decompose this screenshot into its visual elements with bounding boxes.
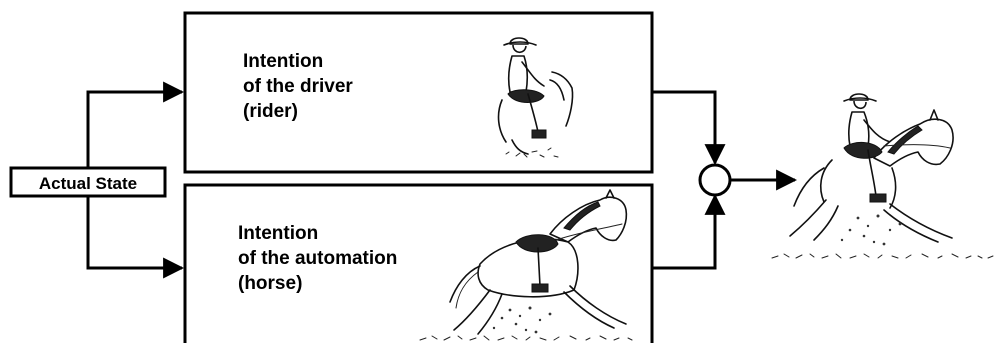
actual-state-label: Actual State bbox=[39, 174, 137, 193]
driver-line-1: Intention bbox=[243, 51, 323, 72]
actual-state-box: Actual State bbox=[9, 166, 167, 198]
driver-line-2: of the driver bbox=[243, 76, 353, 97]
summing-junction-icon bbox=[698, 163, 732, 197]
automation-line-3: (horse) bbox=[238, 273, 302, 294]
horse-icon bbox=[419, 189, 633, 341]
driver-line-3: (rider) bbox=[243, 101, 298, 122]
rider-icon bbox=[497, 37, 574, 158]
automation-line-2: of the automation bbox=[238, 248, 397, 269]
automation-line-1: Intention bbox=[238, 223, 318, 244]
output-connectors bbox=[652, 90, 726, 270]
horse-and-rider-icon bbox=[771, 93, 994, 259]
automation-intention-block: Intention of the automation (horse) bbox=[183, 183, 654, 343]
input-connectors bbox=[86, 81, 185, 279]
driver-intention-block: Intention of the driver (rider) bbox=[183, 11, 654, 174]
